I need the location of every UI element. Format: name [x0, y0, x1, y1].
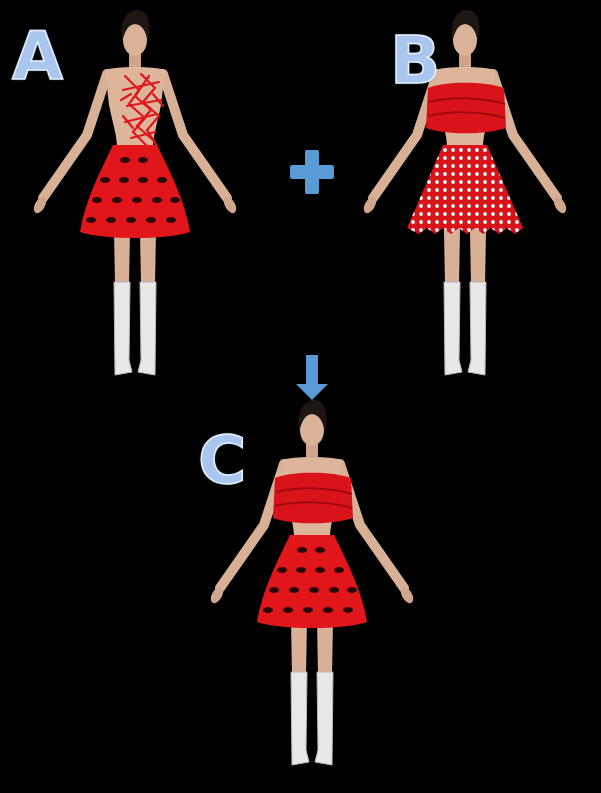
figure-letter: B — [390, 28, 440, 94]
down-arrow — [296, 355, 328, 400]
plus-sign — [290, 150, 334, 194]
figure-b — [361, 10, 569, 375]
figure-letter: A — [12, 24, 63, 90]
figure-letter: C — [198, 428, 246, 494]
